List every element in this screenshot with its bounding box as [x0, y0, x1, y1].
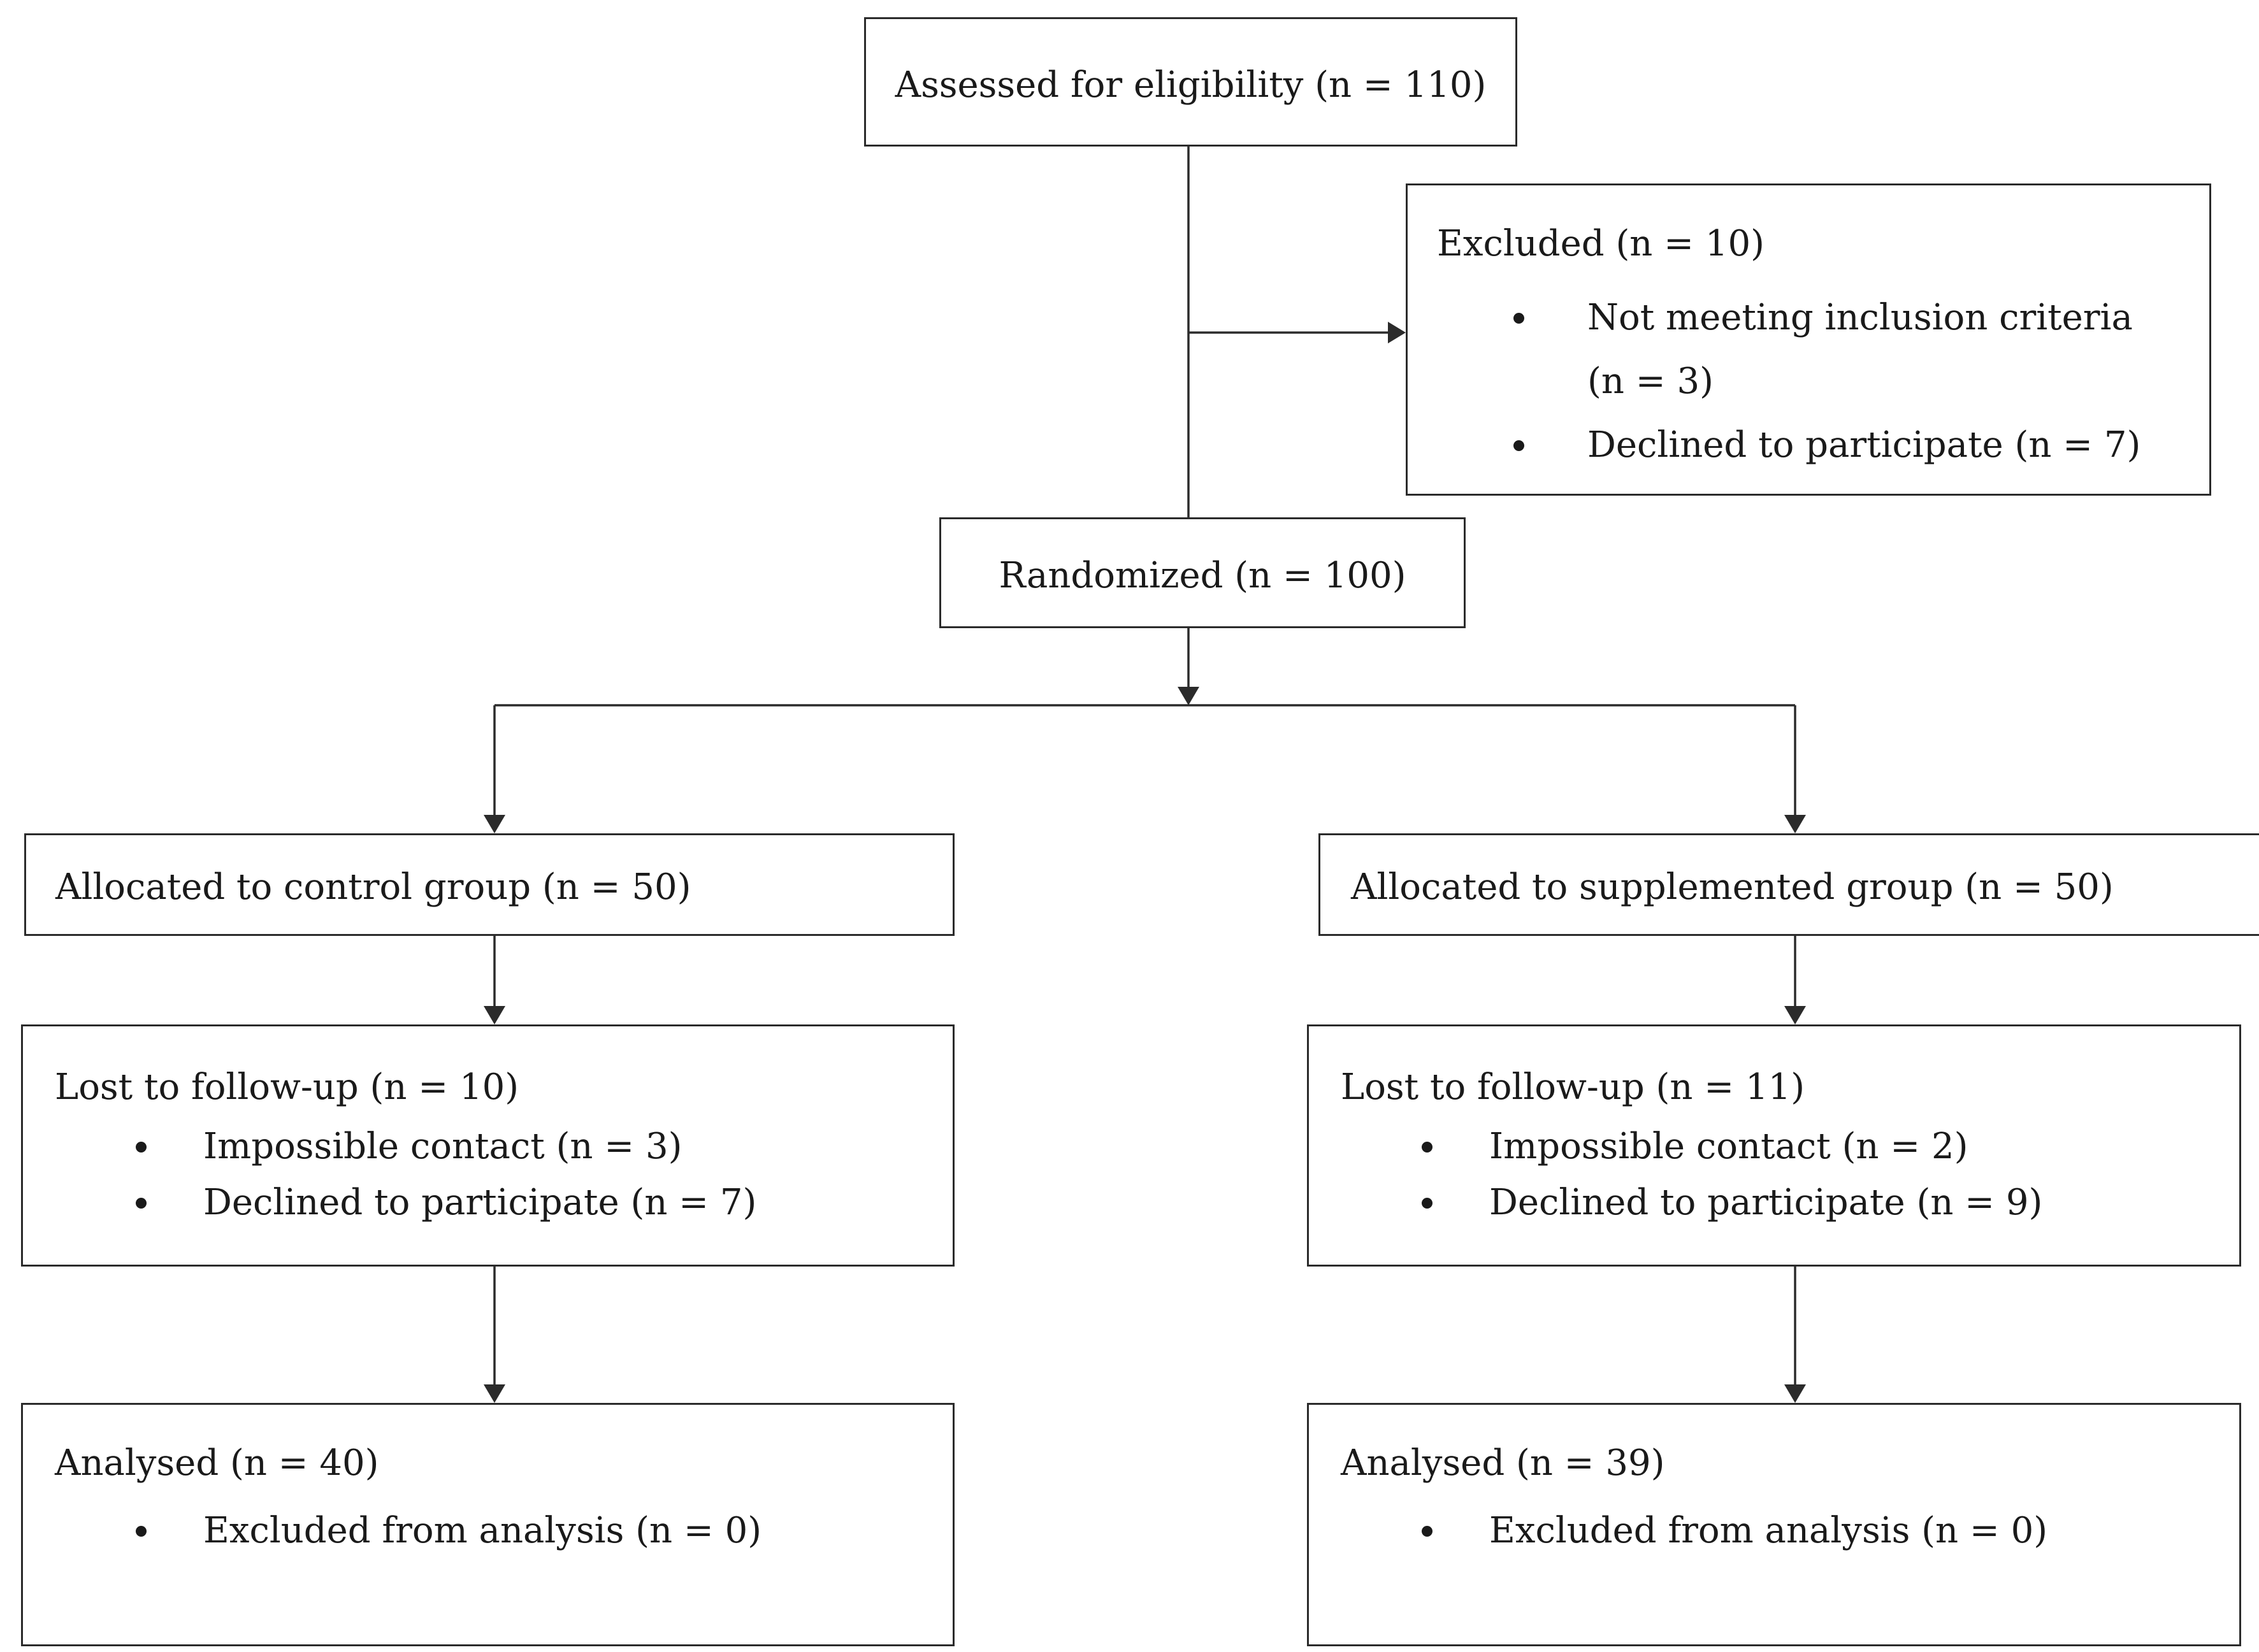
control-allocation-box: Allocated to control group (n = 50) [24, 833, 955, 936]
control-allocation-label: Allocated to control group (n = 50) [55, 866, 691, 908]
excluded-box: Excluded (n = 10) Not meeting inclusion … [1406, 183, 2211, 496]
control-analysed-list: Excluded from analysis (n = 0) [135, 1499, 762, 1563]
list-item: Declined to participate (n = 7) [135, 1175, 757, 1231]
supplemented-lost-contact: Impossible contact (n = 2) [1489, 1126, 1968, 1167]
control-analysed-excluded: Excluded from analysis (n = 0) [203, 1510, 762, 1551]
arrowhead-control-alloc [484, 815, 505, 833]
arrowhead-control-analysed [484, 1384, 505, 1403]
supplemented-analysed-title: Analysed (n = 39) [1341, 1442, 1665, 1484]
supplemented-lost-list: Impossible contact (n = 2) Declined to p… [1421, 1119, 2043, 1231]
control-analysed-box: Analysed (n = 40) Excluded from analysis… [21, 1403, 955, 1646]
supplemented-analysed-excluded: Excluded from analysis (n = 0) [1489, 1510, 2048, 1551]
list-item: Not meeting inclusion criteria (n = 3) [1513, 286, 2199, 413]
control-lost-list: Impossible contact (n = 3) Declined to p… [135, 1119, 757, 1231]
supplemented-allocation-label: Allocated to supplemented group (n = 50) [1351, 866, 2114, 908]
supplemented-allocation-box: Allocated to supplemented group (n = 50) [1318, 833, 2259, 936]
control-lost-declined: Declined to participate (n = 7) [203, 1182, 757, 1223]
arrowhead-supp-lost [1784, 1006, 1806, 1024]
list-item: Impossible contact (n = 3) [135, 1119, 756, 1175]
randomized-label: Randomized (n = 100) [999, 555, 1406, 596]
randomized-box: Randomized (n = 100) [939, 517, 1466, 628]
control-lost-contact: Impossible contact (n = 3) [203, 1126, 682, 1167]
list-item: Declined to participate (n = 9) [1421, 1175, 2043, 1231]
arrowhead-randomized-split [1178, 687, 1199, 705]
excluded-reason-inclusion: Not meeting inclusion criteria (n = 3) [1587, 297, 2133, 402]
list-item: Impossible contact (n = 2) [1421, 1119, 2042, 1175]
control-lost-box: Lost to follow-up (n = 10) Impossible co… [21, 1024, 955, 1267]
supplemented-analysed-box: Analysed (n = 39) Excluded from analysis… [1307, 1403, 2241, 1646]
assessed-box: Assessed for eligibility (n = 110) [864, 17, 1517, 147]
supplemented-lost-title: Lost to follow-up (n = 11) [1341, 1067, 1805, 1108]
assessed-label: Assessed for eligibility (n = 110) [895, 64, 1487, 106]
supplemented-analysed-list: Excluded from analysis (n = 0) [1421, 1499, 2048, 1563]
excluded-list: Not meeting inclusion criteria (n = 3) D… [1513, 286, 2199, 477]
list-item: Excluded from analysis (n = 0) [135, 1499, 762, 1563]
supplemented-lost-box: Lost to follow-up (n = 11) Impossible co… [1307, 1024, 2241, 1267]
arrowhead-control-lost [484, 1006, 505, 1024]
arrowhead-supp-alloc [1784, 815, 1806, 833]
excluded-title: Excluded (n = 10) [1437, 223, 1765, 264]
arrowhead-excluded [1388, 322, 1406, 343]
arrowhead-supp-analysed [1784, 1384, 1806, 1403]
control-analysed-title: Analysed (n = 40) [55, 1442, 379, 1484]
list-item: Declined to participate (n = 7) [1513, 413, 2199, 477]
excluded-reason-declined: Declined to participate (n = 7) [1587, 424, 2141, 466]
supplemented-lost-declined: Declined to participate (n = 9) [1489, 1182, 2043, 1223]
control-lost-title: Lost to follow-up (n = 10) [55, 1067, 519, 1108]
list-item: Excluded from analysis (n = 0) [1421, 1499, 2048, 1563]
